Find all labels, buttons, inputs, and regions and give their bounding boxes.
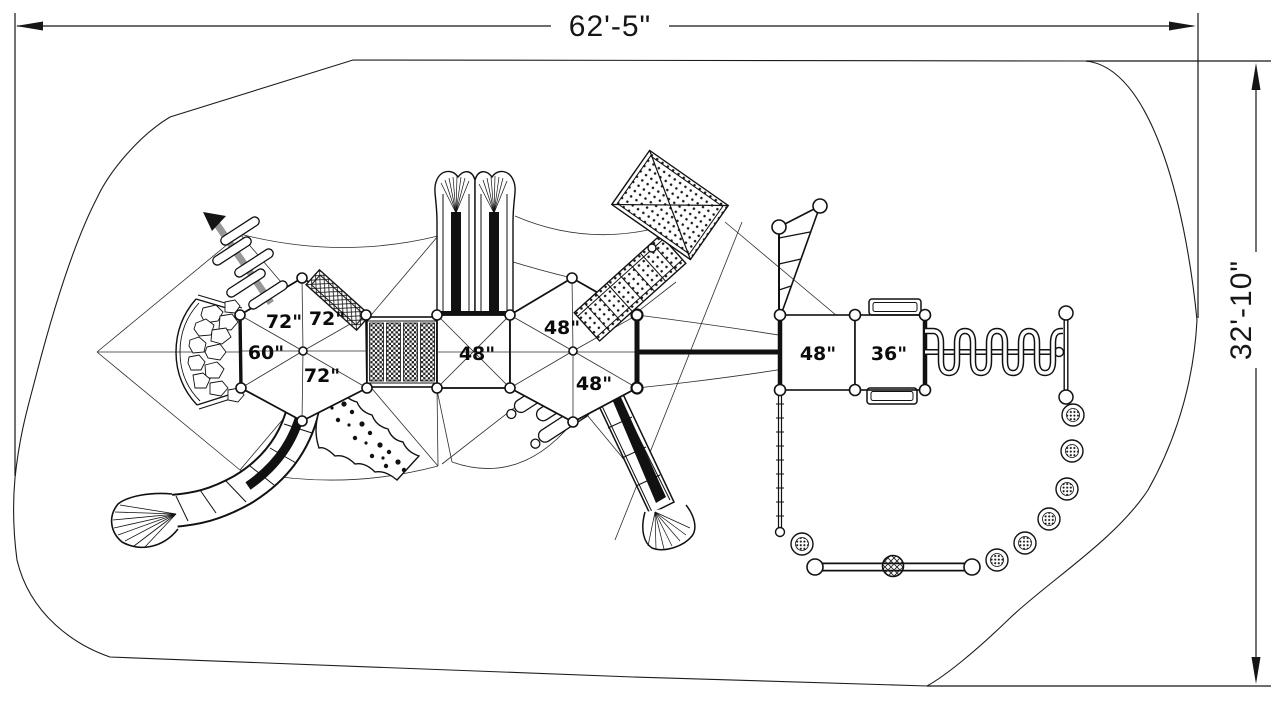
- zigzag-climber: [203, 212, 288, 310]
- stepping-pods: [790, 403, 1085, 572]
- deck-posts: [234, 272, 932, 428]
- stepping-pod: [1060, 439, 1084, 463]
- transfer-handrails: [866, 298, 922, 405]
- dimension-height-label: 32'-10": [1225, 260, 1258, 360]
- stepping-pod: [790, 532, 814, 556]
- platform-48-square-right: [777, 313, 856, 392]
- label-36-square: 36": [871, 343, 907, 365]
- dimension-top: [14, 13, 1199, 476]
- label-72-topleft: 72": [266, 311, 302, 333]
- roof-panel: [305, 268, 371, 332]
- sail-climber: [771, 198, 828, 315]
- balance-beam: [806, 554, 981, 578]
- rock-climbing-wall: [175, 294, 245, 410]
- dimension-width-label: 62'-5": [569, 10, 651, 43]
- clatter-bridge: [366, 316, 438, 388]
- label-48-hex-top: 48": [544, 317, 580, 339]
- use-zone-boundary: [13, 59, 1198, 687]
- straight-slide-flare: [647, 511, 691, 550]
- straight-slide: [597, 390, 696, 551]
- climber-rungs: [212, 216, 288, 310]
- dimension-right: [927, 60, 1271, 687]
- label-48-square-left: 48": [459, 343, 495, 365]
- stepping-pod: [1013, 531, 1037, 555]
- double-slide: [434, 170, 516, 316]
- pebble-climber-ramp: [315, 386, 421, 481]
- label-48-square-right: 48": [800, 343, 836, 365]
- stepping-pod: [985, 548, 1009, 572]
- boulders: [187, 299, 245, 403]
- tube-slide: [110, 405, 320, 549]
- overhead-bar: [637, 349, 782, 355]
- platform-labels: 72" 72" 60" 72" 48" 48" 48" 48" 36": [248, 308, 907, 395]
- pebble-dots: [330, 401, 407, 473]
- climber-arrow-tip: [203, 212, 226, 231]
- deck-post: [647, 243, 657, 253]
- slide-flare-hatch: [440, 175, 508, 214]
- perforated-deck: [610, 149, 730, 261]
- platform-48-square-left: [436, 314, 511, 389]
- stepping-pod: [1061, 403, 1085, 427]
- label-72-bottom: 72": [304, 365, 340, 387]
- loop-climber: [925, 305, 1074, 405]
- label-60: 60": [248, 342, 284, 364]
- stepping-pod: [1055, 477, 1079, 501]
- perforated-stairs: [573, 234, 687, 342]
- label-48-hex-bottom: 48": [576, 373, 612, 395]
- track-pole: [774, 392, 786, 538]
- label-72-topright: 72": [309, 308, 345, 330]
- stepping-pod: [1037, 507, 1061, 531]
